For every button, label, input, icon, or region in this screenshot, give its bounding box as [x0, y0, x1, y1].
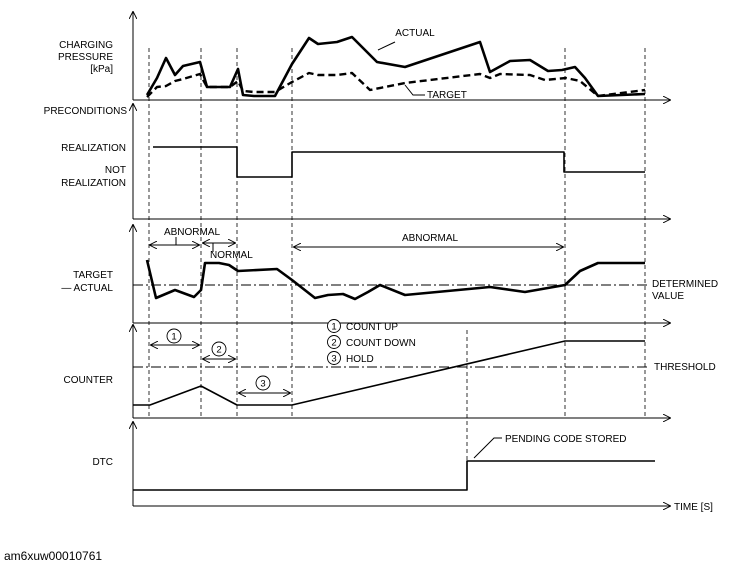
dtc-panel: DTC PENDING CODE STORED TIME [S] — [92, 422, 713, 513]
count-up-marker — [166, 328, 182, 344]
target-label: TARGET — [427, 90, 467, 101]
abnormal-1-label: ABNORMAL — [164, 227, 221, 238]
cp-label-3: [kPa] — [90, 64, 113, 75]
legend-2-marker — [327, 335, 341, 349]
legend-2-num: 2 — [331, 338, 336, 349]
hold-marker-num: 3 — [260, 379, 265, 390]
pending-leader — [473, 437, 502, 459]
threshold-label: THRESHOLD — [654, 362, 716, 373]
normal-label: NORMAL — [210, 250, 253, 261]
not-realization-label-1: NOT — [105, 165, 126, 176]
realization-label: REALIZATION — [61, 143, 126, 154]
counter-legend: 1 COUNT UP 2 COUNT DOWN 3 HOLD — [327, 319, 416, 365]
dtc-signal — [133, 460, 655, 491]
counter-line — [133, 340, 645, 406]
ta-label-1: TARGET — [73, 270, 113, 281]
count-down-marker-num: 2 — [216, 345, 221, 356]
legend-3-marker — [327, 351, 341, 365]
determined-value-label-1: DETERMINED — [652, 279, 718, 290]
legend-1-marker — [327, 319, 341, 333]
cp-label-2: PRESSURE — [58, 52, 113, 63]
count-down-marker — [211, 341, 227, 357]
target-actual-panel: TARGET — ACTUAL DETERMINED VALUE ABNORMA… — [61, 225, 718, 323]
legend-2-text: COUNT DOWN — [346, 338, 416, 349]
count-up-marker-num: 1 — [171, 332, 176, 343]
charging-pressure-panel: CHARGING PRESSURE [kPa] ACTUAL TARGET — [58, 12, 670, 101]
target-pressure-line — [146, 71, 646, 98]
pending-code-label: PENDING CODE STORED — [505, 434, 627, 445]
preconditions-signal — [153, 146, 645, 178]
preconditions-label: PRECONDITIONS — [44, 106, 128, 117]
legend-1-text: COUNT UP — [346, 322, 398, 333]
legend-3-text: HOLD — [346, 354, 374, 365]
legend-1-num: 1 — [331, 322, 336, 333]
ta-label-2: — ACTUAL — [61, 283, 113, 294]
counter-panel: COUNTER THRESHOLD 1 2 3 1 COUNT UP 2 COU… — [64, 319, 716, 419]
actual-label: ACTUAL — [395, 28, 435, 39]
cp-label-1: CHARGING — [59, 40, 113, 51]
not-realization-label-2: REALIZATION — [61, 178, 126, 189]
counter-label: COUNTER — [64, 375, 113, 386]
dtc-label: DTC — [92, 457, 113, 468]
abnormal-2-label: ABNORMAL — [402, 233, 459, 244]
hold-marker — [255, 375, 271, 391]
actual-leader — [377, 41, 396, 51]
time-axis-label: TIME [S] — [674, 502, 713, 513]
determined-value-label-2: VALUE — [652, 291, 684, 302]
preconditions-panel: PRECONDITIONS REALIZATION NOT REALIZATIO… — [44, 104, 670, 219]
figure-id: am6xuw00010761 — [4, 549, 103, 563]
legend-3-num: 3 — [331, 354, 336, 365]
time-guides — [148, 48, 646, 490]
actual-pressure-line — [145, 35, 646, 98]
target-actual-line — [145, 259, 645, 301]
target-leader — [404, 84, 425, 96]
